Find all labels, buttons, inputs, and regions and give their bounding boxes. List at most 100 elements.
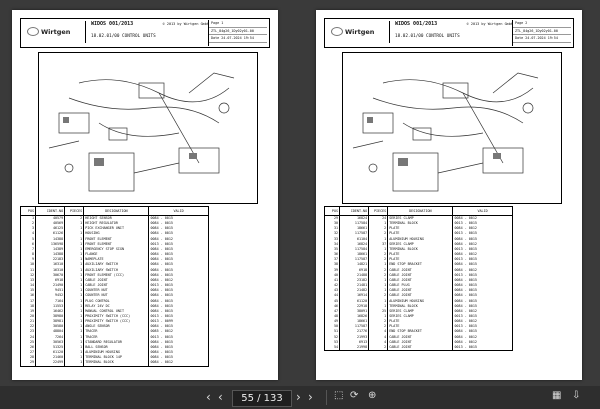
cell-valid: 0013 - 0015 [452,324,513,330]
cell-valid: 0084 - 0012 [452,339,513,345]
wirtgen-logo: Wirtgen [23,21,86,43]
doc-id: ZTL_84g26_1Dy02y01-00 [209,28,267,35]
cell-ident: 61104 [339,236,370,242]
cell-ident: 48804 [35,329,66,335]
cell-valid: 0084 - 0015 [452,298,513,304]
cell-valid: 0013 - 0015 [452,272,513,278]
copyright: © 2013 by Wirtgen GmbH [466,22,513,26]
prev-page-button[interactable]: ‹ [206,390,211,404]
table-header-row: POS IDENT-NO PIECES DESIGNATION VALID [323,206,576,216]
wirtgen-logo: Wirtgen [327,21,390,43]
thumbnail-view-icon[interactable]: ▦ [552,390,562,401]
col-ident: IDENT-NO [339,206,370,216]
cell-valid: 0084 - 0015 [148,355,209,361]
cell-ident: 117584 [339,246,370,253]
date-value: 24.07.2024 [221,36,242,40]
page-label: Page [515,21,524,25]
table-header-row: POS IDENT-NO PIECES DESIGNATION VALID [19,206,272,216]
cell-valid: 0085 - 0012 [148,329,209,335]
date-label: Date [515,36,524,40]
cell-ident: 21488 [339,272,370,278]
cell-ident: 6913 [339,339,370,345]
cell-valid: 0013 - 0015 [148,313,209,320]
fit-page-icon[interactable]: ⬚ [334,390,344,401]
exploded-parts-diagram [38,52,258,204]
cell-ident: 21490 [35,283,66,289]
cell-valid: 0084 - 0015 [148,293,209,299]
page-number-input[interactable]: 55 / 133 [232,390,292,407]
cell-valid: 0084 - 0015 [452,236,513,242]
cell-valid: 0084 - 0015 [148,339,209,345]
cell-ident: 18661 [339,226,370,232]
cell-ident: 51325 [35,344,66,351]
exploded-parts-diagram [342,52,562,204]
cell-valid: 0084 - 0012 [148,277,209,284]
download-icon[interactable]: ⇩ [572,390,581,401]
rotate-icon[interactable]: ⟳ [350,390,359,401]
cell-designation: CABLE JOINT [387,344,454,352]
col-valid: VALID [148,206,209,216]
cell-valid: 0013 - 0015 [452,246,513,253]
cell-valid: 0013 - 0015 [452,344,513,352]
cell-valid: 0013 - 0015 [452,313,513,320]
col-designation: DESIGNATION [387,206,454,216]
copyright: © 2013 by Wirtgen GmbH [162,22,209,26]
cell-valid: 0084 - 0015 [452,303,513,309]
section-title: 18.02.01/00 CONTROL UNITS [395,34,460,39]
cell-valid: 0084 - 0015 [148,298,209,304]
cell-pieces: 1 [64,360,85,367]
cell-ident: 14389 [35,246,66,253]
cell-valid: 0084 - 0015 [148,221,209,227]
cell-ident: 18661 [339,252,370,258]
cell-ident: 16824 [339,241,370,247]
meta-box: Page 1 ZTL_84g26_1Dy02y01-00 Date 24.07.… [208,20,267,46]
cell-ident: 117587 [339,231,370,237]
next-page-chevron-icon[interactable]: › [308,390,313,404]
cell-valid: 0084 - 0015 [148,246,209,253]
cell-ident: 136598 [35,241,66,247]
cell-valid: 0084 - 0012 [452,215,513,222]
cell-ident: 11553 [35,303,66,309]
doc-id: ZTL_84g26_1Dy02y01-00 [513,28,571,35]
zoom-in-icon[interactable]: ⊕ [368,390,377,401]
col-ident: IDENT-NO [35,206,66,216]
cell-ident: 21776 [339,329,370,335]
next-page-button[interactable]: › [296,390,301,404]
page-label: Page [211,21,220,25]
col-pos: POS [19,206,37,216]
cell-ident: 14388 [35,236,66,242]
cell-ident: 14388 [35,252,66,258]
date-label: Date [211,36,220,40]
brand-name: Wirtgen [345,28,375,36]
cell-ident: 21460 [35,355,66,361]
cell-valid: 0084 - 0015 [148,257,209,263]
cell-valid: 0084 - 0015 [452,293,513,299]
catalog-title: WIDOS 001/2013 [91,21,134,27]
prev-page-chevron-icon[interactable]: ‹ [218,390,223,404]
col-valid: VALID [452,206,513,216]
date-value: 24.07.2024 [525,36,546,40]
cell-ident: 117587 [339,324,370,330]
cell-valid: 0084 - 0012 [452,226,513,232]
cell-ident: 117584 [339,221,370,227]
